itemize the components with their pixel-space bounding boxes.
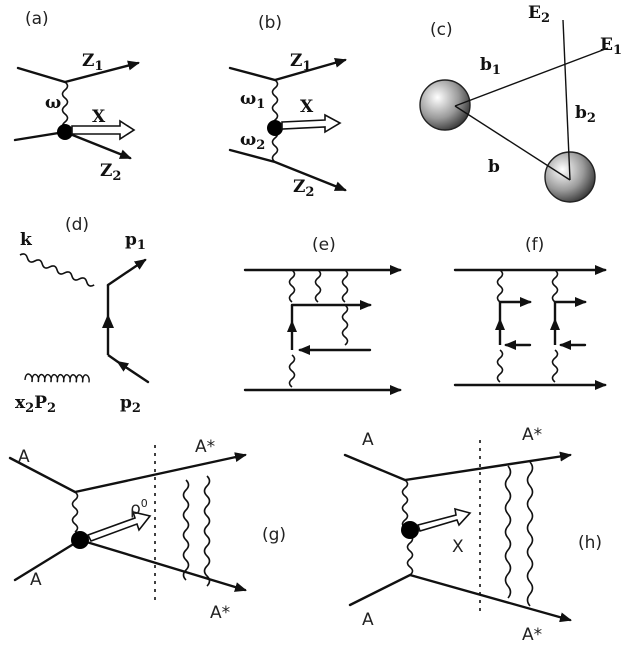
p2-label: p2 <box>120 393 141 416</box>
a-top-label: A <box>362 430 374 450</box>
panel-d: (d) k p1 x2P2 p2 <box>15 215 150 416</box>
quark-arrow-2 <box>550 318 560 330</box>
b-label: b <box>488 157 500 177</box>
lower-nucleus-line <box>13 538 247 592</box>
gluon-2 <box>314 269 322 303</box>
quark-arrow-1 <box>495 318 505 330</box>
lower-nucleus-line <box>348 573 572 623</box>
x-label: X <box>92 107 106 127</box>
lower-line <box>13 130 132 160</box>
rho-arrow <box>86 510 152 542</box>
astar-bot-label: A* <box>522 625 542 645</box>
x-label: X <box>300 97 314 117</box>
vertex-dot <box>401 521 419 539</box>
vertex-dot <box>71 531 89 549</box>
gluon-1 <box>496 269 504 303</box>
p2-line <box>116 360 150 384</box>
x-arrow <box>416 507 472 532</box>
b1-label: b1 <box>480 55 501 78</box>
p1-line <box>106 258 147 287</box>
astar-top-label: A* <box>195 437 215 457</box>
panel-e: (e) <box>243 235 402 395</box>
e1-label: E1 <box>600 35 621 58</box>
x2p2-label: x2P2 <box>15 393 56 416</box>
a-bot-label: A <box>30 570 42 590</box>
w2-label: ω2 <box>240 130 265 153</box>
nucleus-1 <box>419 79 471 131</box>
photon <box>71 491 79 533</box>
b1-line <box>454 47 609 107</box>
upper-nucleus-line <box>8 452 247 494</box>
vertex-dot <box>57 124 73 140</box>
gluon-2 <box>203 475 211 587</box>
z1-label: Z1 <box>82 51 103 74</box>
panel-e-tag: (e) <box>312 235 336 255</box>
panel-b-tag: (b) <box>258 13 282 33</box>
z2-label: Z2 <box>293 177 314 200</box>
x-arrow <box>281 113 342 134</box>
panel-b: (b) Z1 ω1 X ω2 Z2 <box>228 13 347 200</box>
a-bot-label: A <box>362 610 374 630</box>
b2-line <box>562 19 571 181</box>
photon-k <box>19 253 95 287</box>
panel-g: A A ρ0 A* A* (g) <box>8 437 286 623</box>
w-label: ω <box>45 93 61 113</box>
gluon-4 <box>341 304 349 346</box>
e2-label: E2 <box>528 3 550 26</box>
gluon-3 <box>496 349 504 383</box>
w1-label: ω1 <box>240 89 265 112</box>
x-arrow <box>71 119 136 141</box>
gluon-2 <box>526 461 534 607</box>
gluon-1 <box>182 479 190 581</box>
p2-line-end <box>107 354 119 363</box>
x-label: X <box>452 537 464 557</box>
lower-line <box>228 148 347 192</box>
gluon-2 <box>551 269 559 303</box>
a-top-label: A <box>18 447 30 467</box>
quark-arrow <box>287 320 297 332</box>
panel-c: (c) E2 E1 b1 b2 b <box>419 3 621 203</box>
rho-label: ρ0 <box>130 497 148 519</box>
panel-f: (f) <box>453 235 607 390</box>
z2-label: Z2 <box>100 161 121 184</box>
gluon-3 <box>341 269 349 303</box>
gluon-5 <box>288 354 296 388</box>
panel-c-tag: (c) <box>430 20 453 40</box>
panel-a-tag: (a) <box>25 9 49 29</box>
b2-label: b2 <box>575 103 596 126</box>
b-line <box>454 105 571 181</box>
upper-line <box>16 60 140 84</box>
upper-line <box>228 57 347 82</box>
gluon-4 <box>551 349 559 383</box>
panel-g-tag: (g) <box>262 525 286 545</box>
p1-label: p1 <box>125 230 146 253</box>
photon-2 <box>406 534 414 576</box>
panel-f-tag: (f) <box>525 235 544 255</box>
astar-bot-label: A* <box>210 603 230 623</box>
panel-d-tag: (d) <box>65 215 89 235</box>
panel-h-tag: (h) <box>578 533 602 553</box>
z1-label: Z1 <box>290 51 311 74</box>
propagator-arrow <box>102 314 114 328</box>
panel-a: (a) Z1 ω X Z2 <box>13 9 140 184</box>
panel-h: A A X A* A* (h) <box>343 425 602 645</box>
upper-nucleus-line <box>343 451 572 482</box>
vertex-dot <box>267 120 283 136</box>
photon-1 <box>401 479 409 529</box>
astar-top-label: A* <box>522 425 542 445</box>
k-label: k <box>20 230 33 250</box>
gluon-1 <box>504 465 512 599</box>
gluon-line <box>24 373 90 383</box>
gluon-1 <box>288 269 296 303</box>
